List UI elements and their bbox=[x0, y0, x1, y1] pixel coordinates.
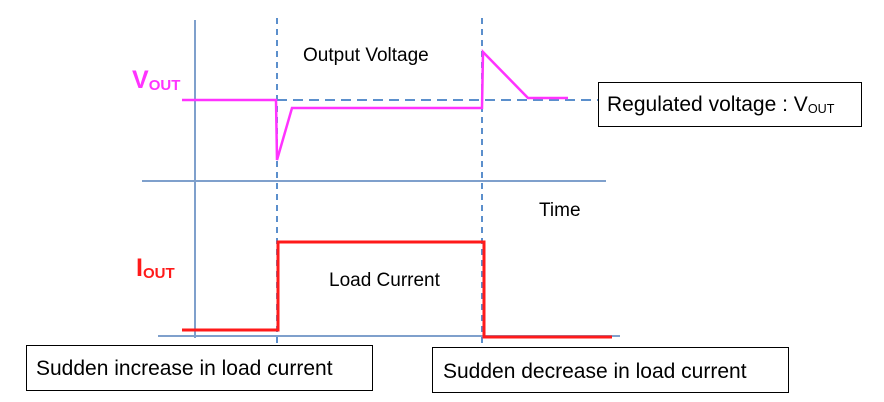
regulated-voltage-box: Regulated voltage : VOUT bbox=[598, 82, 862, 127]
iout-symbol: IOUT bbox=[136, 254, 175, 283]
regulated-voltage-text: Regulated voltage : V bbox=[607, 93, 808, 116]
time-axis-label: Time bbox=[539, 200, 581, 221]
vout-symbol-sub: OUT bbox=[148, 77, 181, 95]
regulated-voltage-sub: OUT bbox=[807, 101, 835, 116]
vout-symbol: VOUT bbox=[132, 66, 180, 95]
iout-symbol-sub: OUT bbox=[142, 265, 175, 283]
load-current-title: Load Current bbox=[329, 270, 440, 291]
sudden-increase-box: Sudden increase in load current bbox=[26, 345, 373, 391]
output-voltage-trace bbox=[182, 48, 568, 161]
iout-symbol-main: I bbox=[136, 254, 143, 282]
sudden-decrease-box: Sudden decrease in load current bbox=[432, 347, 789, 393]
vout-symbol-main: V bbox=[132, 66, 149, 94]
load-current-trace bbox=[182, 240, 612, 339]
output-voltage-title: Output Voltage bbox=[303, 45, 429, 66]
